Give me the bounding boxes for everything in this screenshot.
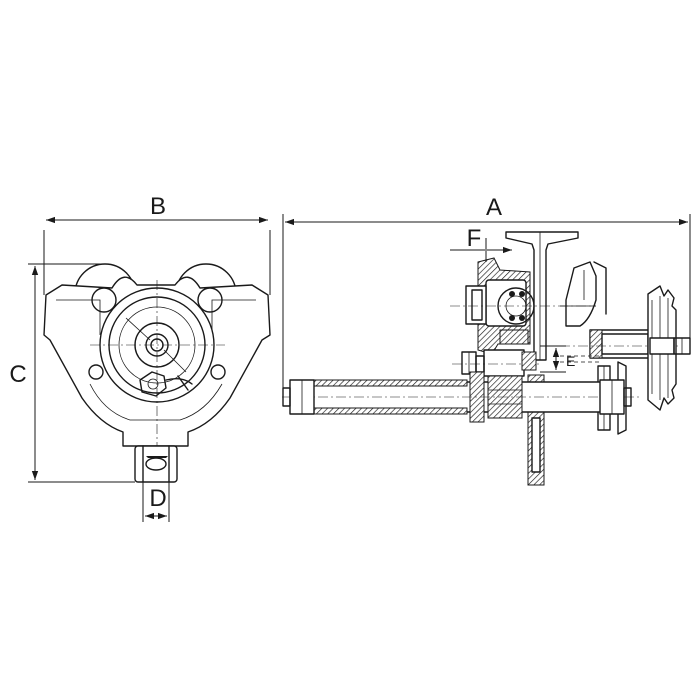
right-wheel [565, 261, 597, 327]
dim-C: C [9, 263, 135, 483]
axle-thread-top [311, 379, 468, 387]
dim-label-B: B [150, 193, 166, 220]
axle-nut [139, 371, 167, 397]
left-bearing [497, 287, 535, 325]
plate-bolt-right [210, 364, 226, 380]
dim-E: E [540, 345, 575, 373]
axle-thread-bottom [311, 407, 468, 415]
front-view [43, 263, 271, 483]
dim-label-F: F [467, 225, 482, 252]
dim-label-A: A [486, 194, 502, 221]
i-beam [505, 231, 579, 361]
dim-F: F [450, 225, 512, 262]
plate-hole-right [197, 287, 223, 313]
dim-label-E: E [566, 353, 575, 369]
plate-hole-left [91, 287, 117, 313]
dim-label-C: C [9, 361, 26, 388]
plate-bolt-left [88, 364, 104, 380]
cotter-pin [165, 375, 193, 391]
side-plate-inner [56, 299, 256, 421]
dim-label-D: D [149, 485, 166, 512]
side-view [282, 231, 691, 486]
hook-shackle [134, 445, 178, 483]
bolt-block [483, 349, 525, 377]
dim-B: B [43, 193, 271, 295]
dim-D: D [142, 482, 170, 522]
left-wheel-hub [465, 285, 487, 325]
dim-A: A [282, 194, 691, 388]
